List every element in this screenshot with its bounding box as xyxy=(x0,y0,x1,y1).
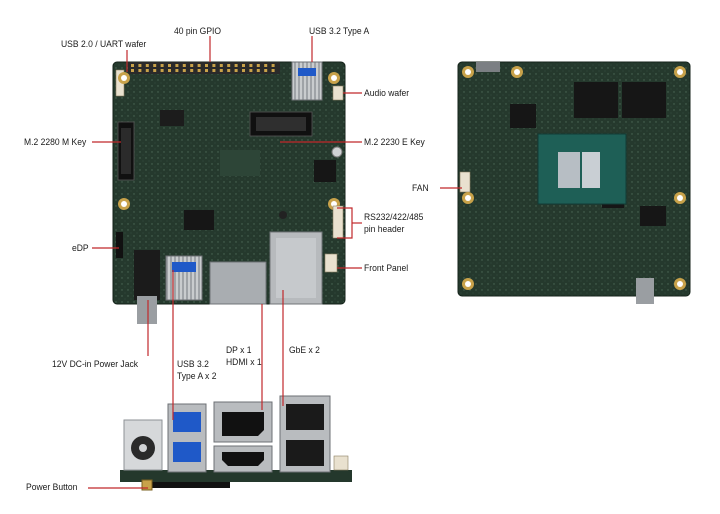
mounting-holes xyxy=(118,72,340,210)
label-power-button: Power Button xyxy=(26,482,78,493)
board-top-view xyxy=(112,61,346,324)
memory-chip xyxy=(574,82,618,118)
label-m2-m-key: M.2 2280 M Key xyxy=(24,137,87,148)
label-dp: DP x 1 xyxy=(226,345,252,356)
rear-io-view xyxy=(120,395,352,491)
standoff xyxy=(331,146,343,158)
label-fan: FAN xyxy=(412,183,429,194)
label-audio-wafer: Audio wafer xyxy=(364,88,410,99)
soc-die xyxy=(558,152,580,188)
front-panel-header xyxy=(324,253,338,273)
gpio-pins xyxy=(131,64,275,72)
dc-jack-top xyxy=(134,250,160,300)
label-rs232-line2: pin header xyxy=(364,224,405,235)
label-usb-x2-line1: USB 3.2 xyxy=(177,359,209,370)
chip xyxy=(640,206,666,226)
mounting-holes xyxy=(462,66,686,290)
soc-die xyxy=(582,152,600,188)
chip xyxy=(160,110,184,126)
memory-chip xyxy=(622,82,666,118)
power-button xyxy=(141,479,153,491)
standoff xyxy=(279,211,287,219)
fan-connector xyxy=(459,171,471,193)
label-gbe: GbE x 2 xyxy=(289,345,320,356)
usb-type-a-top xyxy=(291,61,323,101)
label-usb-uart-wafer: USB 2.0 / UART wafer xyxy=(61,39,147,50)
chip xyxy=(510,104,536,128)
dp-hdmi-top xyxy=(209,261,267,305)
label-rs232-line1: RS232/422/485 xyxy=(364,212,424,223)
audio-wafer xyxy=(332,85,344,101)
edp-connector xyxy=(116,232,123,258)
gpio-header xyxy=(128,62,280,74)
label-usb-type-a: USB 3.2 Type A xyxy=(309,26,370,37)
board-bottom-view xyxy=(457,61,691,304)
label-gpio: 40 pin GPIO xyxy=(174,26,222,37)
label-front-panel: Front Panel xyxy=(364,263,409,274)
label-usb-x2-line2: Type A x 2 xyxy=(177,371,217,382)
chip xyxy=(220,150,260,176)
label-edp: eDP xyxy=(72,243,89,254)
chip xyxy=(184,210,214,230)
leader-lines xyxy=(88,36,462,489)
rs232-header xyxy=(332,205,344,239)
label-dc-jack: 12V DC-in Power Jack xyxy=(52,359,139,370)
label-hdmi: HDMI x 1 xyxy=(226,357,262,368)
chip xyxy=(314,160,336,182)
label-m2-e-key: M.2 2230 E Key xyxy=(364,137,425,148)
